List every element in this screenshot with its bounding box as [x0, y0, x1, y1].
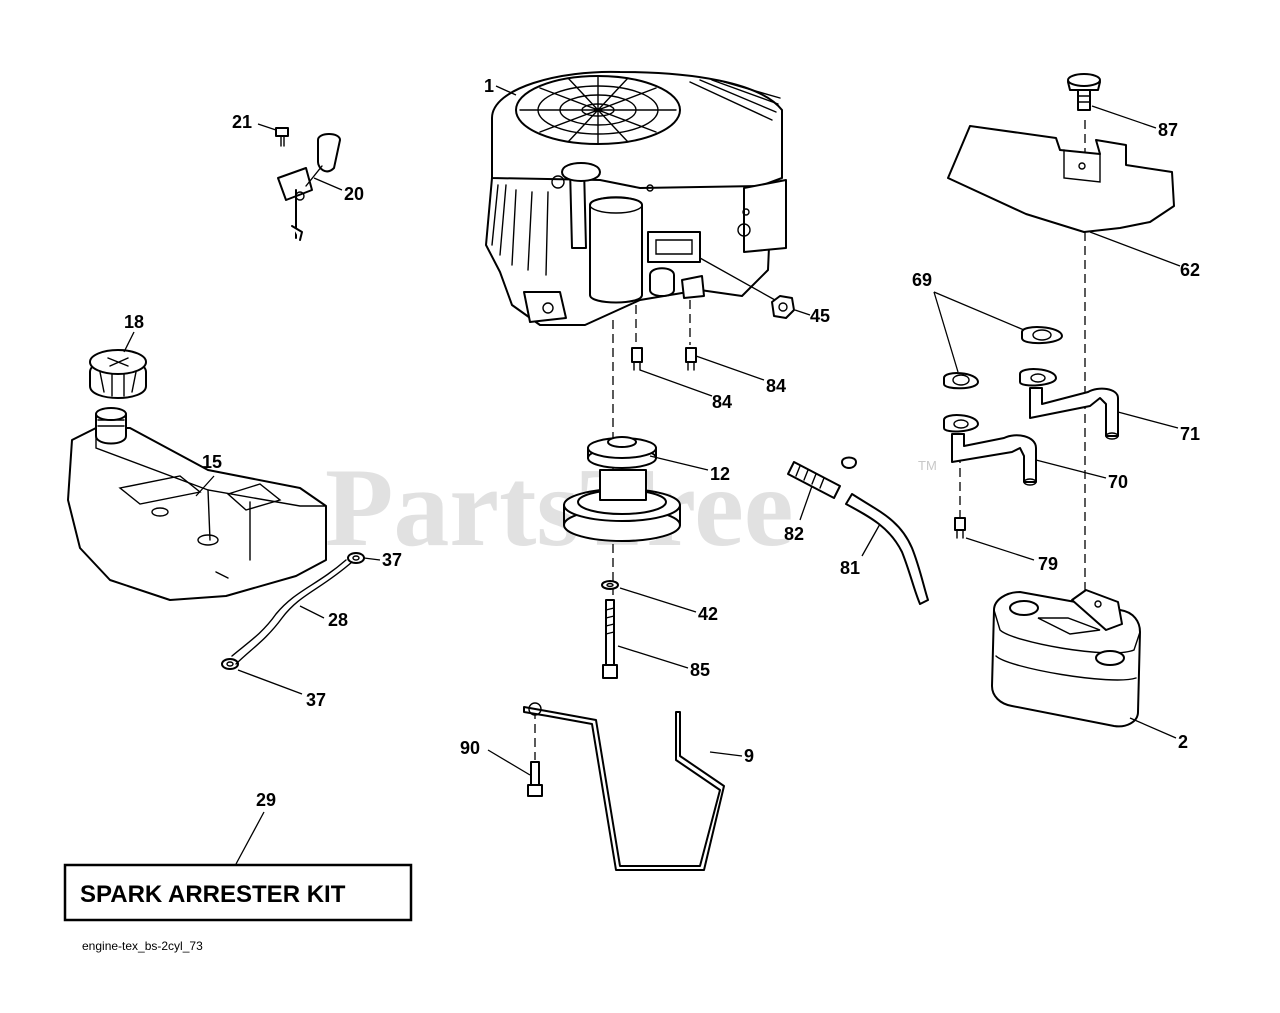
bolt-84-illustration	[631, 347, 697, 371]
callout-18: 18	[124, 312, 144, 332]
callout-84-left: 84	[712, 392, 732, 412]
watermark-trademark: TM	[918, 458, 937, 473]
callout-29: 29	[256, 790, 276, 810]
exhaust-pipe-right-illustration	[1019, 368, 1119, 440]
nut-illustration	[771, 295, 795, 319]
engine-illustration	[485, 70, 787, 326]
callout-1: 1	[484, 76, 494, 96]
spark-arrester-kit-box	[63, 863, 413, 922]
pulley-illustration	[563, 436, 681, 542]
callout-85: 85	[690, 660, 710, 680]
bracket-illustration	[523, 702, 725, 871]
clamp-lower-illustration	[221, 658, 239, 670]
throttle-control-illustration	[277, 133, 341, 241]
callout-37-upper: 37	[382, 550, 402, 570]
gasket-illustration	[943, 326, 1063, 390]
washer-illustration	[601, 580, 619, 590]
screw-87-illustration	[1067, 73, 1101, 111]
callout-15: 15	[202, 452, 222, 472]
muffler-illustration	[991, 589, 1141, 728]
callout-42: 42	[698, 604, 718, 624]
callout-2: 2	[1178, 732, 1188, 752]
heat-shield-illustration	[947, 125, 1175, 233]
bolt-85-illustration	[602, 599, 618, 679]
fuel-line-illustration	[231, 559, 353, 665]
callout-90: 90	[460, 738, 480, 758]
callout-70: 70	[1108, 472, 1128, 492]
callout-82: 82	[784, 524, 804, 544]
callout-20: 20	[344, 184, 364, 204]
fuel-tank-illustration	[67, 407, 327, 601]
callout-62: 62	[1180, 260, 1200, 280]
bolt-79-illustration	[954, 517, 966, 539]
callout-12: 12	[710, 464, 730, 484]
exhaust-pipe-left-illustration	[943, 414, 1037, 486]
bolt-90-illustration	[527, 761, 543, 797]
callout-28: 28	[328, 610, 348, 630]
clamp-upper-illustration	[347, 552, 365, 564]
file-reference: engine-tex_bs-2cyl_73	[82, 939, 203, 953]
callout-79: 79	[1038, 554, 1058, 574]
screw-21-illustration	[275, 127, 289, 147]
drain-valve-illustration	[787, 456, 857, 499]
callout-45: 45	[810, 306, 830, 326]
callout-81: 81	[840, 558, 860, 578]
callout-9: 9	[744, 746, 754, 766]
callout-71: 71	[1180, 424, 1200, 444]
spark-arrester-kit-label: SPARK ARRESTER KIT	[80, 881, 346, 908]
oil-drain-hose-illustration	[845, 493, 929, 605]
callout-87: 87	[1158, 120, 1178, 140]
watermark: PartsTree	[325, 446, 794, 570]
callout-84-right: 84	[766, 376, 786, 396]
callout-21: 21	[232, 112, 252, 132]
callout-37-lower: 37	[306, 690, 326, 710]
callout-69: 69	[912, 270, 932, 290]
fuel-cap-illustration	[89, 349, 147, 399]
